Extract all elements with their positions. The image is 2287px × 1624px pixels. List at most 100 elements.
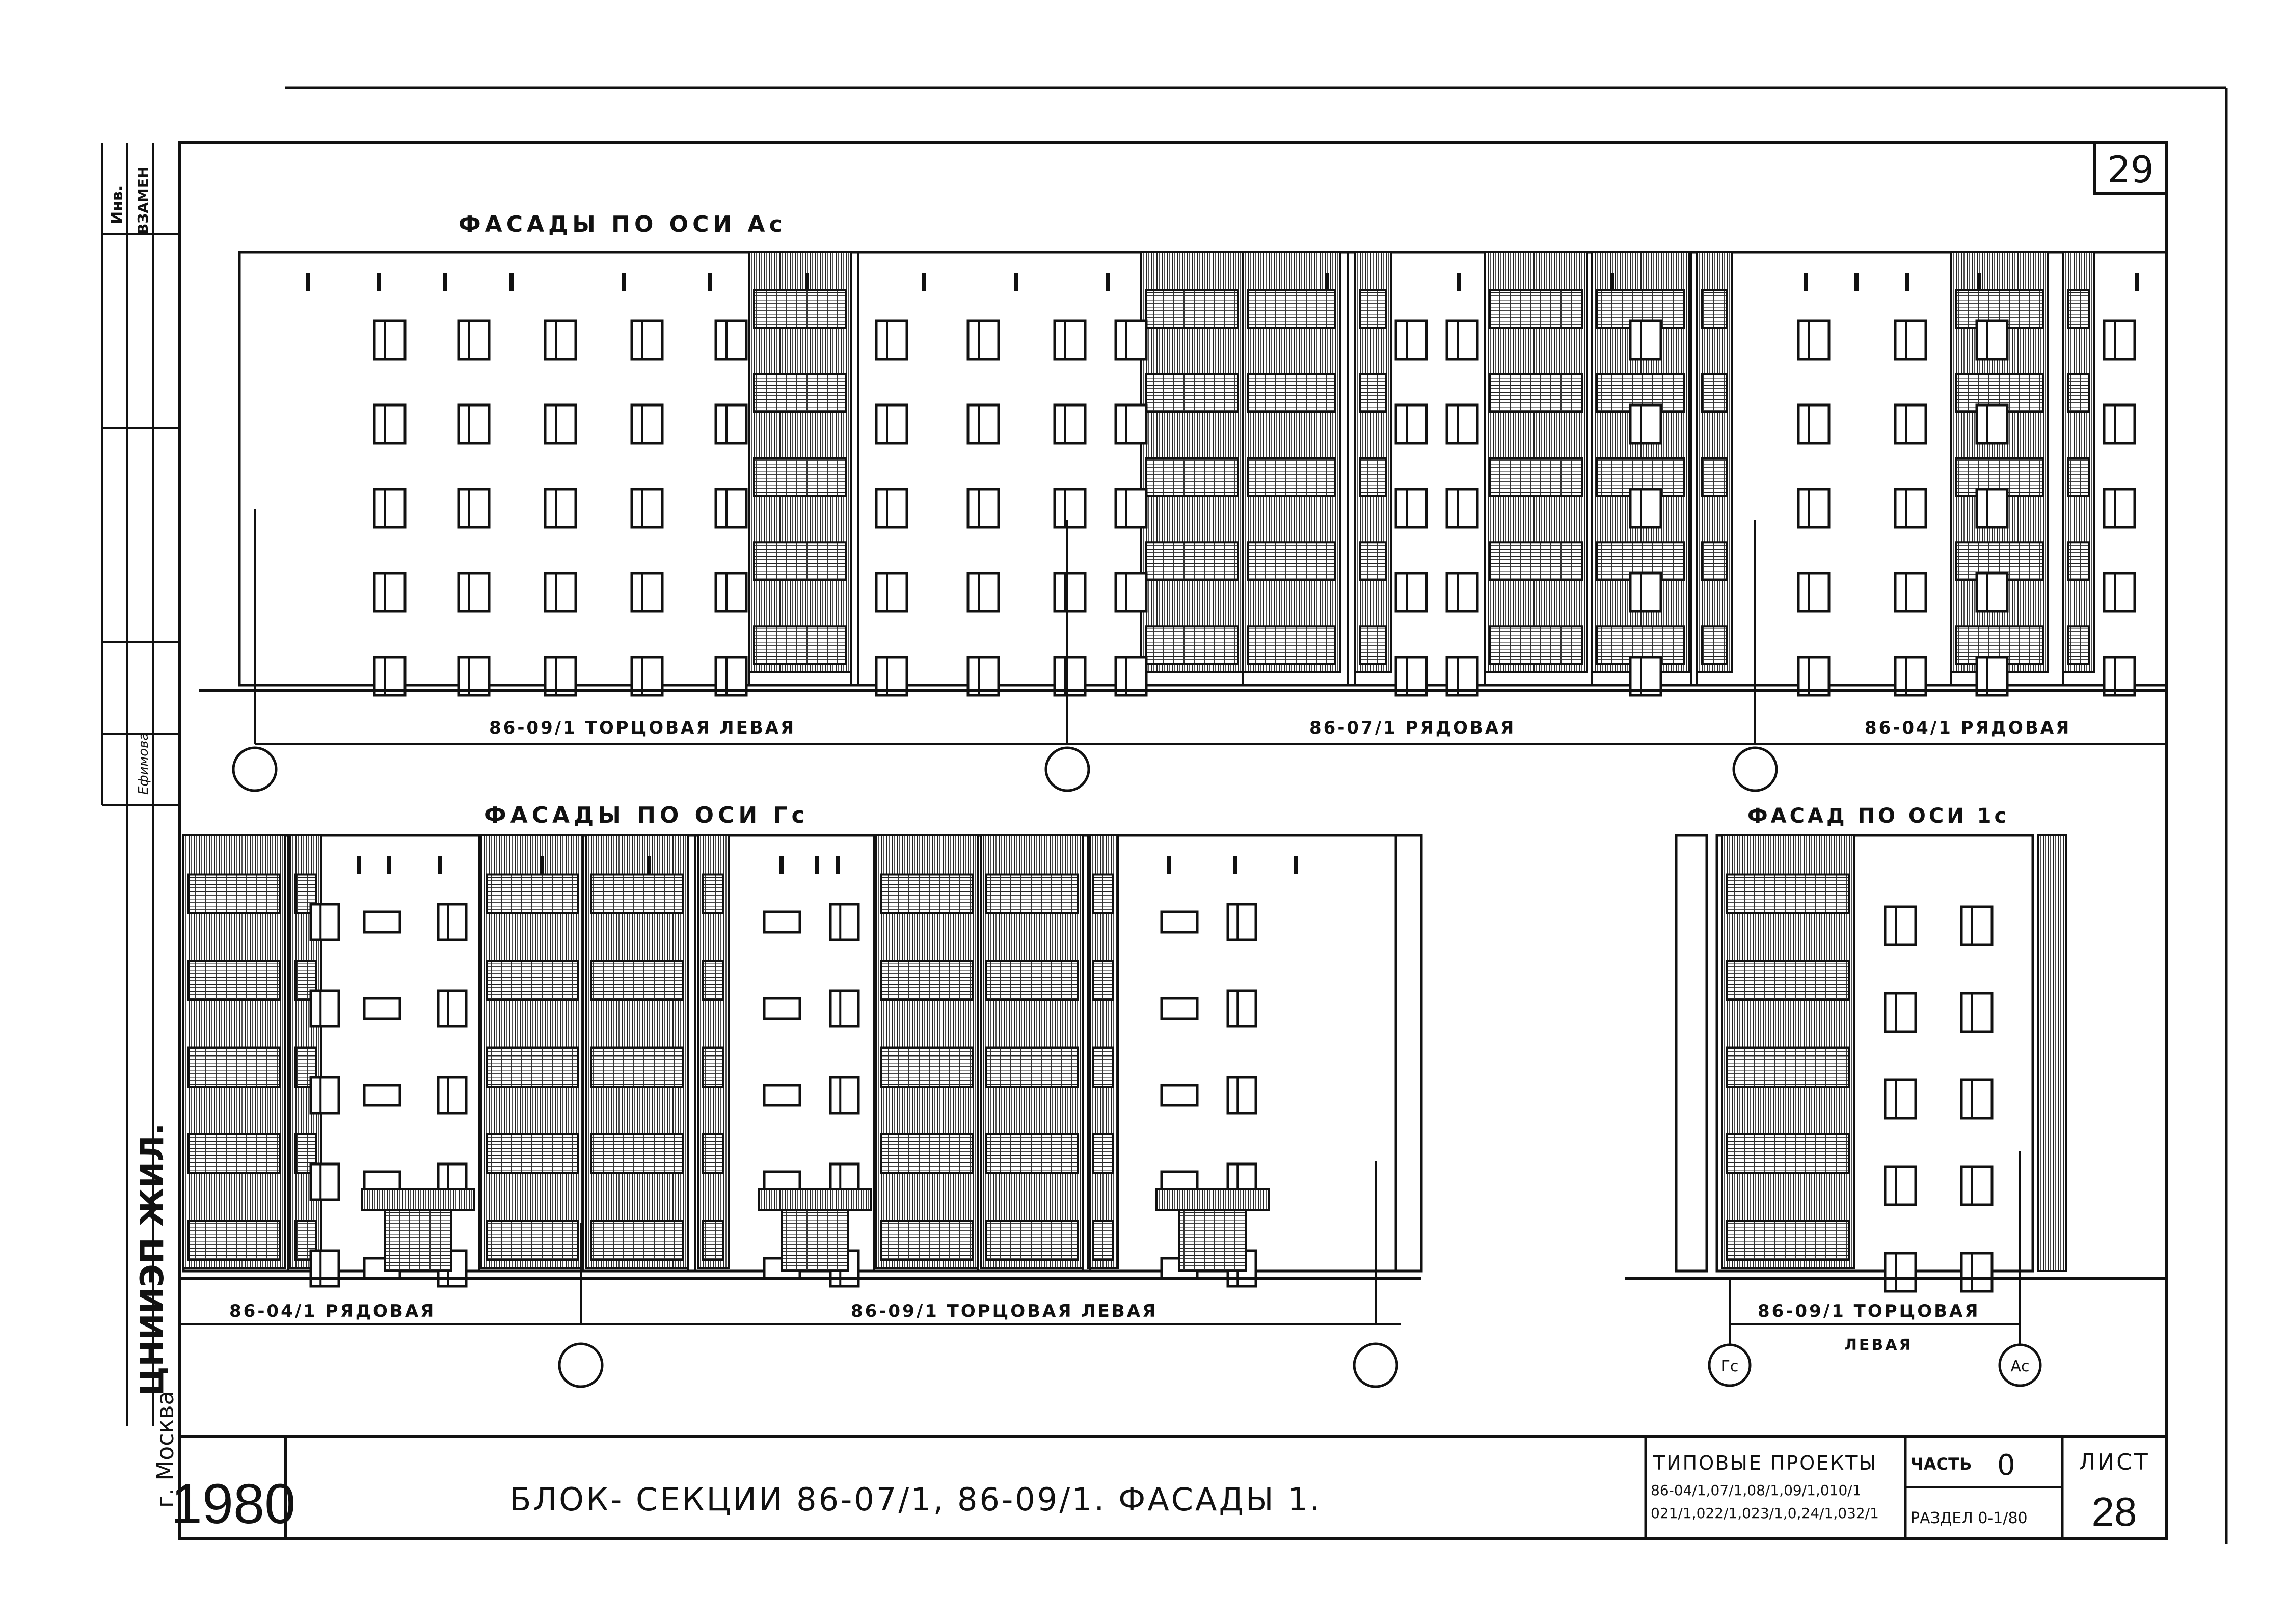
- window: [363, 1084, 401, 1107]
- balcony: [1247, 373, 1336, 413]
- window: [1629, 488, 1662, 529]
- city-label: г. Москва: [151, 1391, 179, 1508]
- balcony: [486, 873, 579, 914]
- balcony: [1359, 625, 1387, 665]
- window: [373, 572, 407, 613]
- window: [309, 903, 340, 941]
- window: [2103, 572, 2136, 613]
- balcony: [1145, 373, 1239, 413]
- sheet-label: ЛИСТ: [2079, 1449, 2150, 1475]
- balcony: [1489, 373, 1583, 413]
- window: [875, 572, 908, 613]
- window: [1053, 572, 1087, 613]
- balcony: [1701, 373, 1728, 413]
- window: [1445, 488, 1479, 529]
- balcony: [880, 960, 974, 1001]
- window: [1797, 403, 1831, 445]
- window: [763, 1084, 801, 1107]
- window: [714, 572, 748, 613]
- window: [875, 403, 908, 445]
- window: [544, 488, 577, 529]
- window: [1053, 319, 1087, 361]
- vent-mark: [357, 856, 361, 874]
- vent-mark: [540, 856, 544, 874]
- window: [437, 989, 468, 1028]
- balcony: [1359, 373, 1387, 413]
- window: [1114, 319, 1148, 361]
- top-label-3: 86-04/1 РЯДОВАЯ: [1865, 718, 2071, 738]
- balcony: [590, 1133, 684, 1174]
- balcony: [1701, 625, 1728, 665]
- bl-axis-markers: [558, 1161, 1398, 1388]
- balcony: [1489, 457, 1583, 497]
- vent-mark: [1977, 273, 1981, 291]
- window: [829, 903, 860, 941]
- vent-mark: [1294, 856, 1298, 874]
- end-wall-left: [1675, 834, 1708, 1273]
- vent-mark: [387, 856, 391, 874]
- br-axis-markers: Гс Ас: [1708, 1151, 2042, 1387]
- vent-mark: [1106, 273, 1110, 291]
- window: [457, 572, 491, 613]
- window: [309, 1076, 340, 1115]
- window: [1053, 403, 1087, 445]
- side-stamp: Инв. ВЗАМЕН Ефимова ЦНИИЭП ЖИЛ. г. Москв…: [101, 143, 179, 1508]
- vent-mark: [708, 273, 712, 291]
- window: [1160, 997, 1199, 1020]
- balcony: [1955, 373, 2044, 413]
- balcony: [702, 960, 724, 1001]
- balcony: [1726, 873, 1850, 914]
- balcony: [1489, 625, 1583, 665]
- balcony: [985, 1133, 1079, 1174]
- balcony: [1092, 1133, 1114, 1174]
- balcony: [187, 1046, 281, 1088]
- vent-mark: [836, 856, 840, 874]
- window: [829, 989, 860, 1028]
- top-axis-markers: [232, 509, 1778, 792]
- facade-bottom-right-drawing: [1675, 834, 2067, 1293]
- window: [1797, 572, 1831, 613]
- balcony: [1092, 873, 1114, 914]
- window: [1394, 572, 1428, 613]
- entrance-canopy: [361, 1188, 475, 1211]
- balcony: [486, 960, 579, 1001]
- window: [1894, 319, 1927, 361]
- entrance-door: [384, 1209, 452, 1272]
- balcony: [702, 1220, 724, 1261]
- balcony: [2067, 373, 2090, 413]
- balcony: [753, 289, 847, 329]
- axis-gs: Гс: [1721, 1358, 1739, 1375]
- vent-mark: [1325, 273, 1329, 291]
- window: [1960, 905, 1994, 946]
- window: [309, 989, 340, 1028]
- part-value: 0: [1997, 1449, 2015, 1482]
- window: [1629, 403, 1662, 445]
- window: [1629, 572, 1662, 613]
- vent-mark: [805, 273, 809, 291]
- window: [1629, 319, 1662, 361]
- vent-mark: [306, 273, 310, 291]
- window: [309, 1249, 340, 1288]
- balcony: [1359, 541, 1387, 581]
- axis-as: Ас: [2010, 1358, 2029, 1375]
- window: [966, 403, 1000, 445]
- window: [1160, 910, 1199, 934]
- vent-mark: [1905, 273, 1909, 291]
- vent-mark: [509, 273, 514, 291]
- main-title: БЛОК- СЕКЦИИ 86-07/1, 86-09/1. ФАСАДЫ 1.: [509, 1481, 1322, 1518]
- balcony: [1092, 960, 1114, 1001]
- top-label-1: 86-09/1 ТОРЦОВАЯ ЛЕВАЯ: [489, 718, 796, 738]
- balcony: [702, 873, 724, 914]
- balcony: [1489, 289, 1583, 329]
- inner-frame: [178, 141, 2168, 1540]
- window: [1160, 1084, 1199, 1107]
- balcony: [1359, 457, 1387, 497]
- window: [544, 319, 577, 361]
- vent-mark: [779, 856, 784, 874]
- balcony: [880, 873, 974, 914]
- balcony: [1726, 1220, 1850, 1261]
- window: [1884, 1165, 1917, 1206]
- balcony: [486, 1220, 579, 1261]
- sheet-value: 28: [2092, 1489, 2137, 1534]
- end-wall-right: [2037, 834, 2067, 1272]
